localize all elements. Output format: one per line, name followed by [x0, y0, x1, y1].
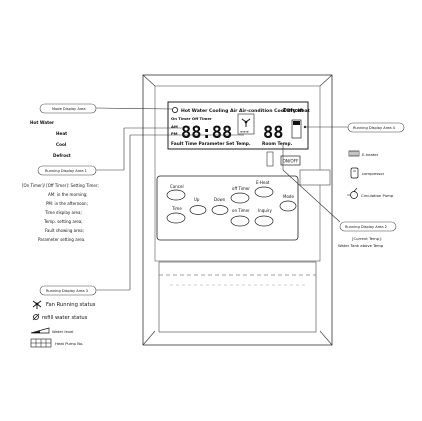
mode-cool: Cool [56, 142, 67, 147]
circulation-pump-icon [347, 187, 358, 199]
mode-defrost: Defrost [53, 153, 71, 158]
callout-mode-display: Mode Display Area [39, 103, 97, 114]
time-label: Time [171, 206, 182, 211]
callout-running-display-3-text: Running Display Area 3 [46, 289, 88, 293]
area2-desc-line-2: Water Tank above Temp [338, 243, 384, 248]
on-timer-label: on Timer [232, 208, 250, 213]
area2-desc-line-1: [Current Temp]: [352, 236, 382, 241]
area1-desc-line: Parameter setting area. [38, 237, 85, 242]
callout-running-display-2-text: Running Display Area 2 [345, 225, 387, 229]
mode-button[interactable] [279, 200, 297, 212]
lcd-defrost: Defrost [283, 108, 304, 114]
area3-water-level-text: Water level [52, 329, 73, 334]
area1-desc-line: AM: in the morning; [48, 192, 88, 197]
heat-pump-grid-icon [30, 338, 52, 348]
callout-running-display-1-text: Running Display Area 1 [45, 169, 87, 173]
lcd-bottom-row: Fault Time Parameter Set Temp. [171, 141, 251, 147]
lcd-digits-left: 88:88 [181, 123, 232, 143]
e-heater-icon [348, 150, 360, 157]
down-button[interactable] [211, 205, 229, 215]
area1-desc-line: Time display area; [44, 210, 82, 215]
water-level-icon [30, 327, 50, 334]
area4-e-heater-text: E-heater [362, 152, 379, 157]
area3-refill-text: refill water status [42, 315, 88, 321]
inquiry-button[interactable] [254, 215, 274, 227]
mode-hot-water: Hot Water [30, 120, 55, 125]
lcd-room-temp: Room Temp. [262, 141, 293, 147]
lcd-screen: Hot Water Cooling Air Air-condition Cool… [167, 101, 311, 150]
compressor-icon [350, 167, 359, 179]
area1-desc-line: Fault showing area; [45, 228, 84, 233]
e-heat-label: E-Heat [256, 180, 270, 185]
on-off-area: ON/OFF [266, 151, 301, 167]
mode-heat: Heat [56, 131, 67, 136]
keypad: Cancel Time Up Down off Timer on Timer E… [156, 175, 299, 241]
on-off-button[interactable] [280, 155, 301, 166]
up-button[interactable] [189, 205, 207, 215]
area1-description: [On Timer]/ [Off Timer]: Setting Timer; … [22, 183, 99, 242]
area4-circulation-pump-text: Circulation Pump [361, 193, 394, 198]
mode-label: Mode [283, 194, 294, 199]
callout-running-display-1: Running Display Area 1 [37, 165, 97, 176]
area4-compressor-text: compressor [362, 171, 385, 176]
area1-desc-line: Temp. setting area; [43, 219, 83, 224]
lcd-am: AM [171, 124, 178, 129]
area2-description: [Current Temp]: Water Tank above Temp [338, 236, 384, 248]
callout-running-display-4-text: Running Display Area 4 [353, 126, 396, 130]
time-button[interactable] [166, 212, 186, 224]
area4-legend: E-heater compressor Circulation Pump [347, 150, 394, 199]
inquiry-label: Inquiry [258, 208, 273, 213]
lcd-digits-right: 88 [263, 123, 283, 143]
refill-water-icon [32, 313, 40, 321]
svg-text:≋≋≋: ≋≋≋ [240, 130, 249, 134]
leader-lines [95, 107, 350, 291]
callout-running-display-3: Running Display Area 3 [39, 285, 97, 296]
area3-heat-pump-text: Heat Pump No. [55, 341, 83, 346]
down-label: Down [214, 197, 226, 202]
lcd-timer-row: On Timer Off Timer [171, 116, 212, 121]
e-heat-button[interactable] [254, 186, 274, 198]
area3-description: Fan Running status refill water status W… [30, 300, 96, 348]
callout-mode-display-text: Mode Display Area [52, 107, 86, 111]
cancel-button[interactable] [166, 189, 186, 201]
fan-icon [241, 118, 251, 127]
callout-running-display-4: Running Display Area 4 [347, 122, 405, 133]
area3-fan-text: Fan Running status [46, 302, 96, 308]
up-label: Up [194, 197, 200, 202]
off-timer-label: off Timer [232, 186, 250, 191]
on-off-label: ON/OFF [283, 159, 300, 164]
off-timer-button[interactable] [230, 192, 250, 204]
callout-running-display-2: Running Display Area 2 [339, 221, 397, 232]
lcd-pm: PM [171, 131, 178, 136]
cancel-label: Cancel [170, 184, 184, 189]
area1-desc-line: [On Timer]/ [Off Timer]: Setting Timer; [22, 183, 99, 188]
lcd-top-row: Hot Water Cooling Air Air-condition Cool… [181, 108, 311, 114]
fan-status-icon [32, 300, 42, 309]
mode-list: Hot Water Heat Cool Defrost [30, 120, 71, 158]
mode-indicator-icon [171, 107, 178, 114]
area1-desc-line: PM: in the afternoon; [46, 201, 88, 206]
on-timer-button[interactable] [230, 215, 250, 227]
